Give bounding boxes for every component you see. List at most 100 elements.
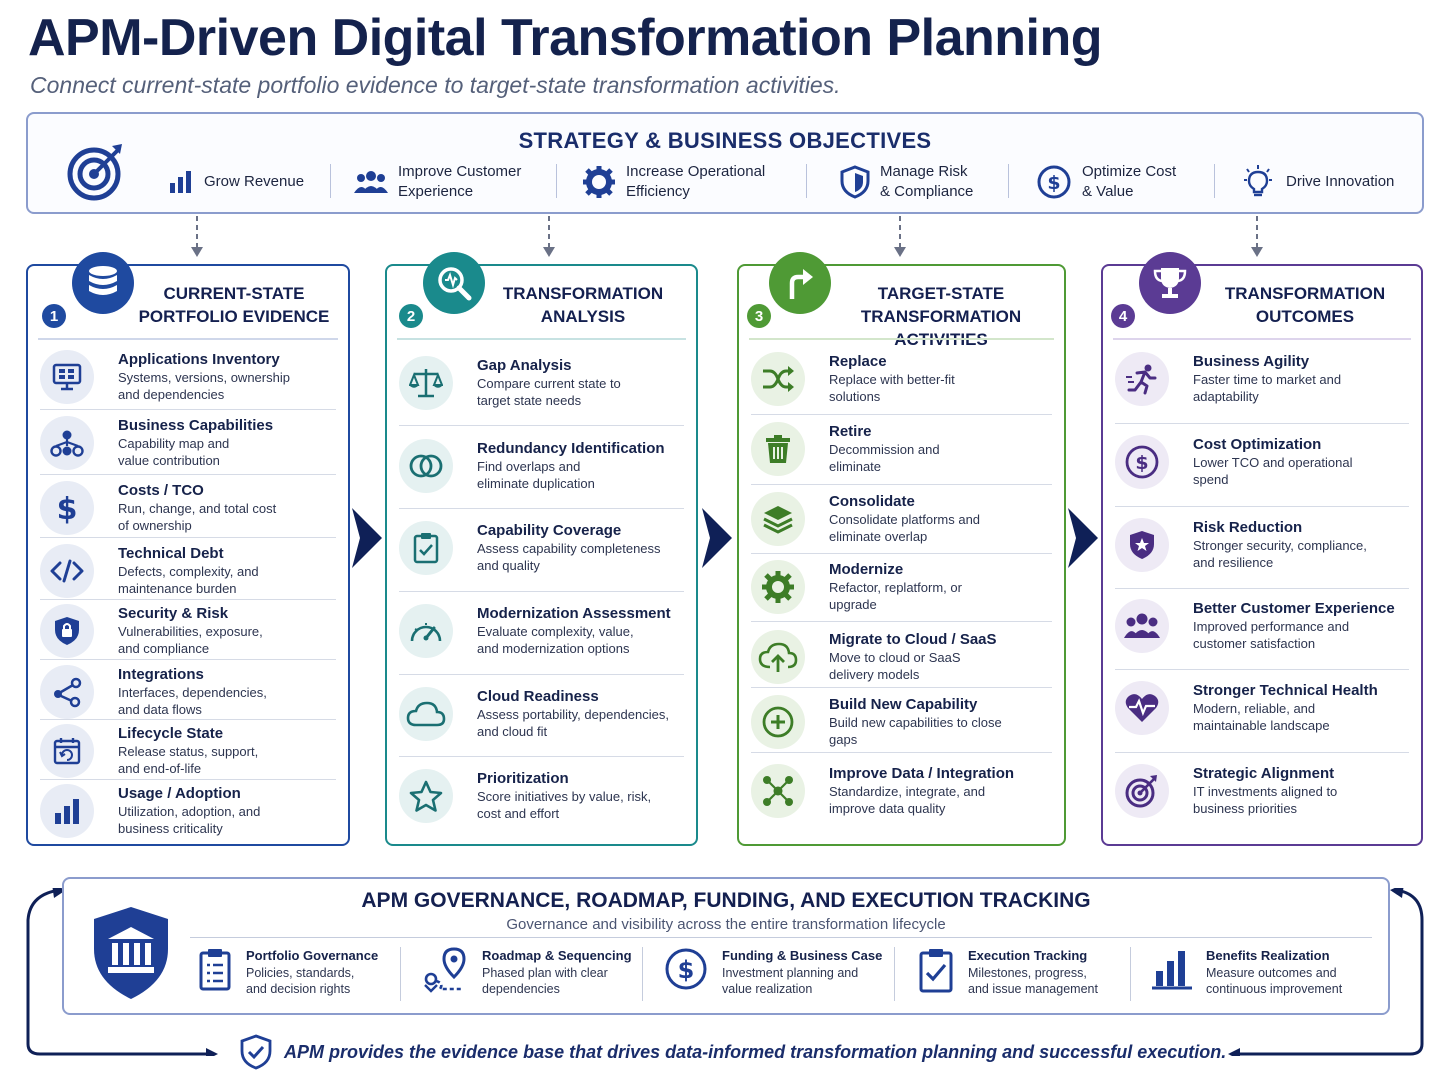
network-icon [40, 665, 94, 719]
objective-drive-innovation: Drive Innovation [1240, 160, 1394, 204]
item-desc: Evaluate complexity, value, and moderniz… [477, 624, 634, 656]
item-desc: Refactor, replatform, or upgrade [829, 580, 962, 612]
item-title: Benefits Realization [1206, 948, 1330, 963]
item-desc: Milestones, progress, and issue manageme… [968, 966, 1098, 996]
column-outcomes: 4 TRANSFORMATION OUTCOMES Business Agili… [1101, 252, 1423, 846]
svg-text:$: $ [1135, 452, 1148, 474]
governance-panel: APM GOVERNANCE, ROADMAP, FUNDING, AND EX… [62, 877, 1390, 1015]
column-number: 2 [399, 304, 423, 328]
column-target-state: 3 TARGET-STATE TRANSFORMATION ACTIVITIES… [737, 252, 1066, 846]
lightbulb-icon [1244, 165, 1272, 197]
shield-icon [840, 165, 870, 199]
item-title: Gap Analysis [477, 357, 572, 374]
divider [190, 937, 1372, 938]
item-desc: Score initiatives by value, risk, cost a… [477, 789, 652, 821]
item-title: Applications Inventory [118, 351, 280, 368]
column-title: CURRENT-STATE PORTFOLIO EVIDENCE [138, 284, 330, 326]
item-desc: Decommission and eliminate [829, 442, 940, 474]
item-title: Business Capabilities [118, 417, 274, 434]
item-title: Consolidate [829, 493, 915, 510]
turn-arrow-icon [769, 252, 831, 314]
list-item: Migrate to Cloud / SaaS Move to cloud or … [751, 623, 1052, 688]
star-icon [399, 769, 453, 823]
gear-icon [751, 560, 805, 614]
item-desc: Defects, complexity, and maintenance bur… [118, 564, 259, 596]
monitor-grid-icon [40, 350, 94, 404]
divider [1214, 164, 1215, 198]
people-icon [354, 171, 388, 193]
code-icon [40, 544, 94, 598]
column-number: 4 [1111, 304, 1135, 328]
item-title: Replace [829, 353, 887, 370]
objective-customer-experience: Improve Customer Experience [354, 160, 521, 204]
people-icon [1115, 599, 1169, 653]
item-desc: Assess portability, dependencies, and cl… [477, 707, 669, 739]
item-desc: Interfaces, dependencies, and data flows [118, 685, 267, 717]
objective-label: Increase Operational Efficiency [626, 163, 766, 200]
item-title: Migrate to Cloud / SaaS [829, 631, 997, 648]
calendar-cycle-icon [40, 724, 94, 778]
divider [330, 164, 331, 198]
item-desc: Move to cloud or SaaS delivery models [829, 650, 961, 682]
item-desc: Utilization, adoption, and business crit… [118, 804, 261, 836]
shuffle-icon [751, 352, 805, 406]
feedback-loop-arrows [26, 888, 1424, 1056]
divider [397, 338, 686, 340]
item-desc: Find overlaps and eliminate duplication [477, 459, 595, 491]
network-icon [751, 764, 805, 818]
divider [642, 947, 643, 1001]
item-title: Stronger Technical Health [1193, 682, 1378, 699]
objective-label: Optimize Cost & Value [1082, 163, 1177, 200]
footer-statement: APM provides the evidence base that driv… [240, 1034, 1226, 1070]
item-title: Better Customer Experience [1193, 600, 1395, 617]
scales-icon [399, 356, 453, 410]
divider [400, 947, 401, 1001]
dollar-icon: $ [665, 948, 707, 990]
item-desc: Measure outcomes and continuous improvem… [1206, 966, 1343, 996]
divider [1130, 947, 1131, 1001]
item-title: Prioritization [477, 770, 569, 787]
column-title: TARGET-STATE TRANSFORMATION ACTIVITIES [860, 284, 1022, 349]
divider [1008, 164, 1009, 198]
divider [1113, 338, 1411, 340]
down-arrow [191, 216, 203, 257]
dollar-icon: $ [1115, 435, 1169, 489]
column-number: 3 [747, 304, 771, 328]
svg-text:$: $ [57, 492, 78, 525]
item-title: Funding & Business Case [722, 948, 883, 963]
layers-icon [751, 492, 805, 546]
page-title: APM-Driven Digital Transformation Planni… [28, 9, 1103, 67]
item-desc: Faster time to market and adaptability [1193, 372, 1342, 404]
governance-title: APM GOVERNANCE, ROADMAP, FUNDING, AND EX… [361, 889, 1091, 912]
strategy-title: STRATEGY & BUSINESS OBJECTIVES [518, 128, 932, 153]
governance-subtitle: Governance and visibility across the ent… [506, 916, 946, 933]
item-title: Execution Tracking [968, 948, 1088, 963]
target-icon [67, 144, 122, 201]
objective-grow-revenue: Grow Revenue [168, 160, 304, 204]
item-desc: Vulnerabilities, exposure, and complianc… [118, 624, 263, 656]
plus-circle-icon [751, 695, 805, 749]
item-title: Risk Reduction [1193, 519, 1303, 536]
item-desc: Stronger security, compliance, and resil… [1193, 538, 1367, 570]
item-desc: Phased plan with clear dependencies [482, 966, 608, 996]
